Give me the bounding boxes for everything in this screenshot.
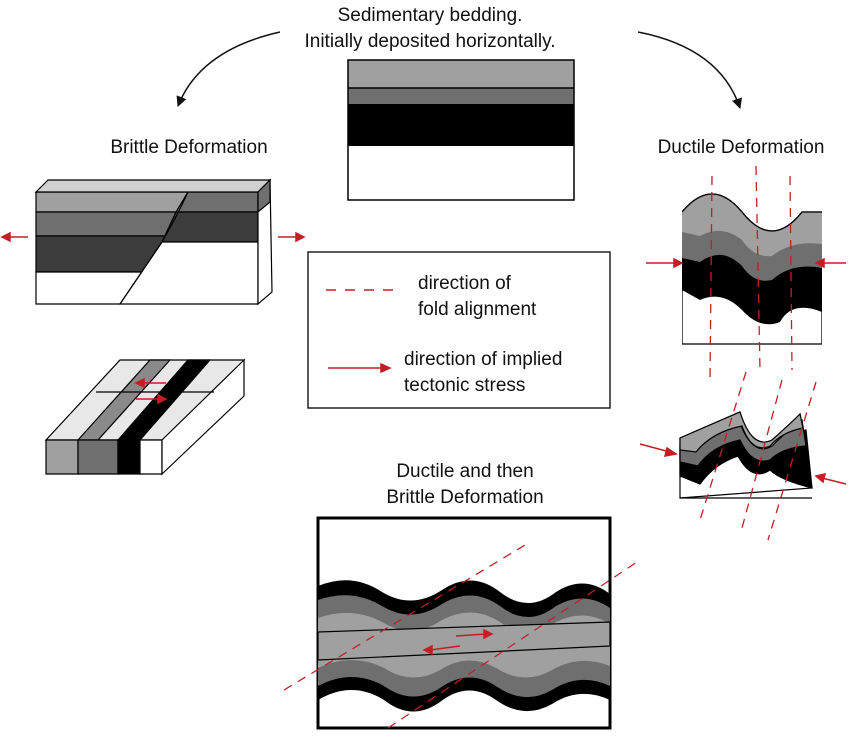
brittle-stress-arrows [0, 231, 306, 243]
legend-stress-line1: direction of implied [404, 349, 563, 370]
ductile-stress-arrows [646, 257, 846, 269]
ductile-label: Ductile Deformation [657, 137, 825, 158]
ductile-brittle-stress-arrows [422, 628, 494, 656]
legend-stress-swatch [328, 362, 392, 374]
tilted-stress-arrows [639, 443, 847, 485]
tilted-fold-lines [699, 371, 817, 541]
combined-label-line2: Brittle Deformation [386, 487, 544, 508]
legend-box [307, 251, 611, 409]
strike-slip-arrows [134, 377, 168, 405]
title-line1: Sedimentary bedding. [337, 5, 523, 26]
combined-label-line1: Ductile and then [396, 461, 534, 482]
horizontal-bedding-block [347, 59, 575, 201]
curved-arrow-left [176, 31, 281, 107]
legend-fold-line1: direction of [418, 273, 511, 294]
curved-arrow-right [637, 31, 742, 109]
brittle-label: Brittle Deformation [110, 137, 268, 158]
brittle-fault-block [34, 178, 273, 306]
ductile-fold-lines [709, 165, 793, 381]
ductile-fold-block [682, 193, 822, 345]
legend-stress-line2: tectonic stress [404, 375, 526, 396]
tilted-fold-block [679, 411, 813, 499]
strike-slip-block [44, 358, 246, 476]
legend-fold-line2: fold alignment [418, 299, 537, 320]
ductile-brittle-fold-lines [283, 541, 641, 729]
title-line2: Initially deposited horizontally. [304, 31, 556, 52]
ductile-brittle-box [316, 516, 612, 730]
